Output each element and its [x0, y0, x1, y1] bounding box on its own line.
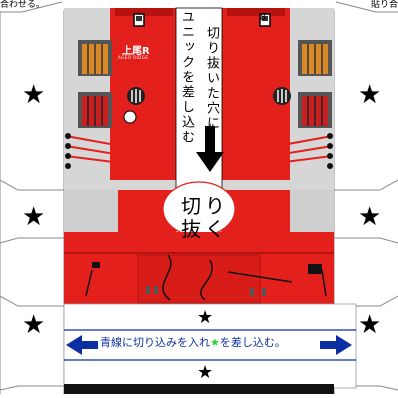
cut-char-2: り: [205, 194, 225, 218]
star-left-2: ★: [22, 202, 46, 232]
coupler-hoses: [85, 254, 327, 301]
star-right-3: ★: [358, 310, 382, 340]
unit-number-right: 8: [260, 13, 266, 23]
bottom-instruction-after: を差し込む。: [219, 336, 286, 349]
destination-label: 上尾R: [122, 46, 150, 57]
bottom-instruction: 青線に切り込みを入れ★を差し込む。: [100, 334, 286, 350]
down-arrow: [205, 126, 215, 154]
left-blue-arrow: [66, 335, 98, 355]
star-bottom-1: ★: [197, 307, 214, 328]
star-bottom-2: ★: [197, 362, 214, 383]
insert-unit-text: ユニックを差し込む: [179, 10, 194, 145]
star-right-1: ★: [358, 80, 382, 110]
right-blue-arrow: [320, 335, 352, 355]
cut-char-3: 抜: [181, 217, 201, 241]
star-left-3: ★: [22, 310, 46, 340]
cut-hole-text: 切り抜いた穴に: [204, 26, 219, 131]
left-marker-lamp: [123, 110, 137, 124]
star-right-2: ★: [358, 202, 382, 232]
front-railings: [65, 135, 333, 171]
railing-posts: [65, 133, 333, 169]
bottom-tab-area: [63, 303, 357, 389]
bottom-instruction-star: ★: [210, 336, 220, 349]
cut-char-4: く: [205, 217, 225, 241]
star-left-1: ★: [22, 80, 46, 110]
corner-label-right: 貼り合: [370, 0, 398, 10]
destination-sub: AGEO RIDGE: [118, 55, 149, 60]
cut-char-1: 切: [181, 194, 201, 218]
bottom-instruction-before: 青線に切り込みを入れ: [100, 336, 210, 349]
corner-label-left: 合わせる。: [0, 0, 46, 10]
